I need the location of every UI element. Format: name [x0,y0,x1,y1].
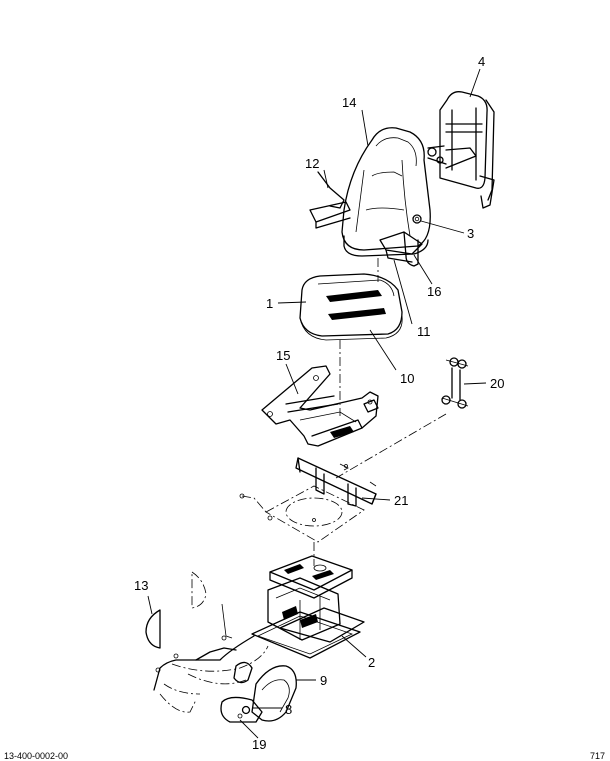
callout-10: 10 [400,371,414,386]
part-4-belt-frame [427,91,495,209]
callout-1: 1 [266,296,273,311]
part-2-suspension-base [251,555,365,659]
callout-2: 2 [368,655,375,670]
part-13-side-shield [145,571,207,649]
callout-20: 20 [490,376,504,391]
part-9-cover [233,661,297,722]
control-cable [153,603,269,713]
callout-21: 21 [394,493,408,508]
drawing-id: 13-400-0002-00 [4,751,68,761]
callout-15: 15 [276,348,290,363]
part-20-link [441,357,469,409]
part-12-left-armrest [309,171,351,229]
callout-14: 14 [342,95,356,110]
part-10-seat-cushion [299,273,403,341]
callout-labels: 4 14 12 3 16 1 11 15 10 20 21 13 2 9 8 1… [134,54,504,752]
part-14-seat-back [341,127,431,257]
callout-9: 9 [320,673,327,688]
callout-11: 11 [417,324,431,339]
callout-3: 3 [467,226,474,241]
callout-16: 16 [427,284,441,299]
callout-8: 8 [285,702,292,717]
callout-4: 4 [478,54,485,69]
leader-lines [147,68,487,739]
part-21-adapter-bracket [295,457,377,507]
callout-19: 19 [252,737,266,752]
mounting-plate [239,485,365,543]
part-8-handle [220,696,263,723]
callout-12: 12 [305,156,319,171]
part-16-right-armrest [379,231,423,267]
part-15-seat-frame [261,365,379,447]
align-line-link [335,413,447,479]
page-mark: 717 [590,751,605,761]
callout-13: 13 [134,578,148,593]
